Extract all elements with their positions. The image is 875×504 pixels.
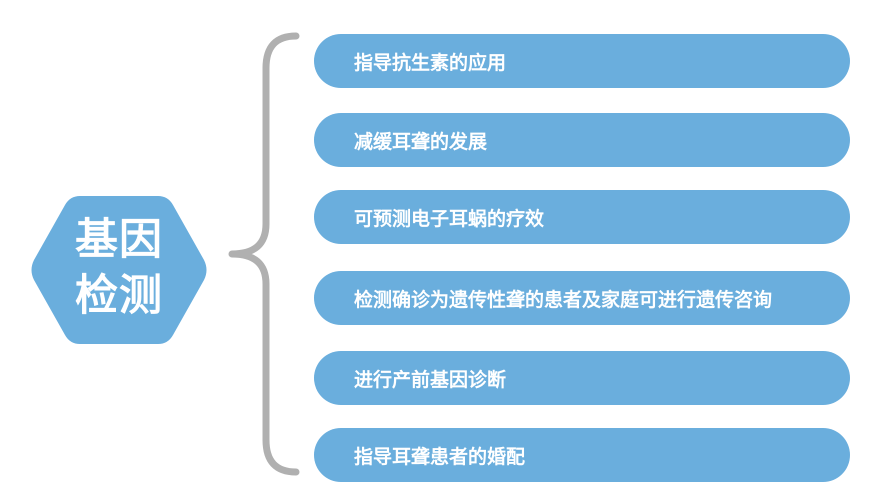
center-title-line1: 基因: [75, 215, 163, 265]
list-item: 减缓耳聋的发展: [314, 113, 850, 167]
list-item: 指导耳聋患者的婚配: [314, 428, 850, 482]
list-item-label: 检测确诊为遗传性聋的患者及家庭可进行遗传咨询: [354, 288, 773, 311]
center-title: 基因 检测: [28, 212, 210, 324]
list-item-label: 可预测电子耳蜗的疗效: [354, 207, 545, 230]
list-item: 进行产前基因诊断: [314, 351, 850, 405]
list-item: 可预测电子耳蜗的疗效: [314, 190, 850, 244]
curly-brace: [228, 32, 300, 476]
center-hexagon: 基因 检测: [28, 190, 210, 350]
list-item-label: 进行产前基因诊断: [354, 368, 507, 391]
center-title-line2: 检测: [75, 271, 163, 321]
list-item: 指导抗生素的应用: [314, 34, 850, 88]
hexagon-shape: [31, 196, 207, 344]
list-item-label: 指导抗生素的应用: [354, 51, 507, 74]
list-item: 检测确诊为遗传性聋的患者及家庭可进行遗传咨询: [314, 271, 850, 325]
list-item-label: 指导耳聋患者的婚配: [354, 445, 526, 468]
list-item-label: 减缓耳聋的发展: [354, 130, 488, 153]
